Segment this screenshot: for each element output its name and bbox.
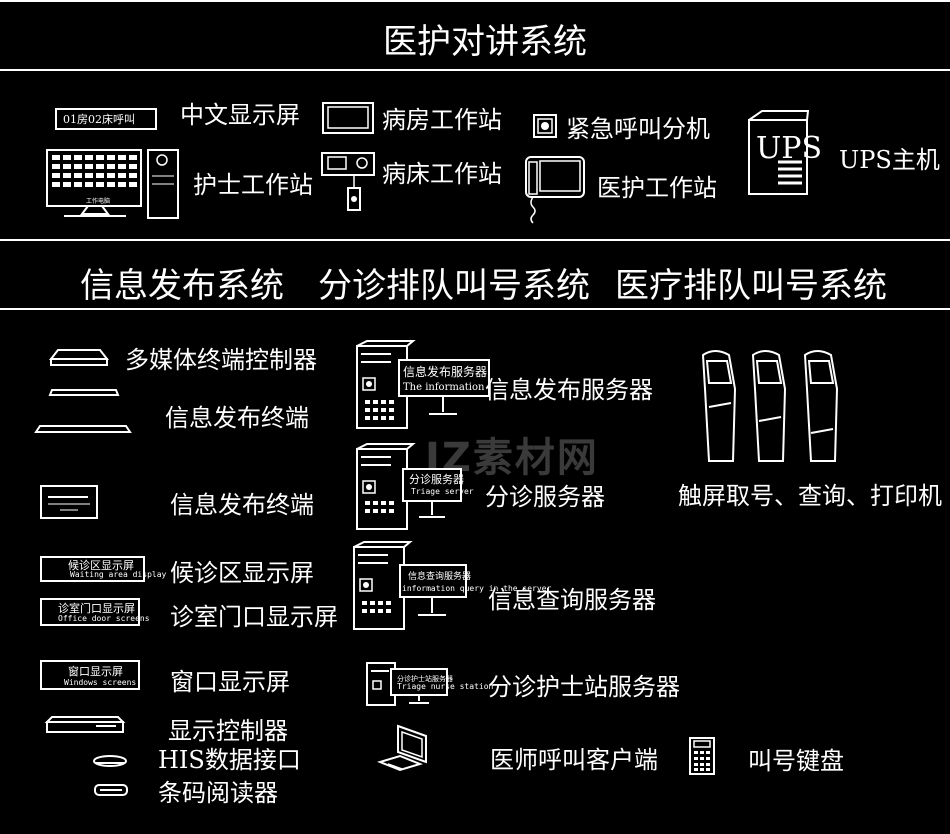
divider-1 bbox=[0, 69, 950, 71]
info-terminal-2-label: 信息发布终端 bbox=[170, 491, 314, 519]
window-display-icon: 窗口显示屏 Windows screens bbox=[40, 660, 140, 690]
multimedia-controller-icon bbox=[50, 349, 108, 367]
divider-3 bbox=[0, 308, 950, 310]
query-server-en: information query in the server bbox=[402, 584, 551, 593]
cn-display-text: 01房02床呼叫 bbox=[63, 112, 135, 126]
office-display-cn: 诊室门口显示屏 bbox=[58, 601, 135, 615]
info-server-en: The information bbox=[403, 382, 485, 393]
triage-server-label: 分诊服务器 bbox=[485, 483, 605, 511]
bed-ws-label: 病床工作站 bbox=[382, 160, 502, 188]
kiosk-icon bbox=[695, 349, 855, 465]
waiting-display-en: Waiting area display bbox=[70, 570, 167, 579]
nurse-workstation-icon: 工作电脑 bbox=[46, 148, 181, 223]
nurse-station-server-icon: 分诊护士站服务器 Triage nurse station bbox=[365, 659, 494, 707]
barcode-label: 条码阅读器 bbox=[158, 779, 278, 807]
office-door-display-icon: 诊室门口显示屏 Office door screens bbox=[40, 598, 150, 626]
query-server-icon: 信息查询服务器 information query in the server bbox=[352, 541, 551, 631]
barcode-reader-icon bbox=[94, 783, 128, 797]
ups-mark: UPS bbox=[756, 131, 822, 166]
his-port-icon bbox=[92, 754, 128, 768]
window-display-cn: 窗口显示屏 bbox=[68, 664, 123, 678]
nurse-ws-label: 护士工作站 bbox=[193, 171, 313, 199]
window-display-label: 窗口显示屏 bbox=[170, 668, 290, 696]
nurse-station-cn: 分诊护士站服务器 bbox=[397, 674, 453, 683]
doctor-client-icon bbox=[378, 724, 432, 778]
doctor-client-label: 医师呼叫客户端 bbox=[490, 746, 658, 774]
his-port-label: HIS数据接口 bbox=[158, 746, 301, 774]
medical-workstation-icon bbox=[525, 156, 585, 224]
keypad-icon bbox=[689, 737, 715, 775]
cn-display-label: 中文显示屏 bbox=[180, 101, 300, 129]
ups-host-icon: UPS bbox=[748, 110, 822, 196]
ward-workstation-icon bbox=[322, 102, 374, 134]
waiting-area-display-icon: 候诊区显示屏 Waiting area display bbox=[40, 556, 167, 582]
chinese-display-icon: 01房02床呼叫 bbox=[55, 108, 157, 130]
query-server-label: 信息查询服务器 bbox=[488, 586, 656, 614]
nurse-station-en: Triage nurse station bbox=[397, 682, 494, 691]
info-server-cn: 信息发布服务器 bbox=[403, 364, 487, 379]
kiosk-label: 触屏取号、查询、打印机 bbox=[678, 482, 942, 510]
keypad-label: 叫号键盘 bbox=[748, 747, 844, 775]
triage-server-cn: 分诊服务器 bbox=[409, 472, 464, 486]
nurse-station-server-label: 分诊护士站服务器 bbox=[488, 673, 680, 701]
info-server-icon: 信息发布服务器 The information bbox=[355, 340, 495, 432]
bed-workstation-icon bbox=[321, 152, 375, 212]
triage-server-icon: 分诊服务器 Triage server bbox=[355, 443, 474, 531]
office-display-en: Office door screens bbox=[58, 614, 150, 623]
info-terminal-display-icon bbox=[40, 485, 98, 519]
waiting-display-cn: 候诊区显示屏 bbox=[68, 558, 134, 572]
emergency-call-icon bbox=[533, 114, 557, 138]
waiting-display-label: 候诊区显示屏 bbox=[170, 559, 314, 587]
nurse-ws-screen-label: 工作电脑 bbox=[86, 197, 110, 205]
display-ctrl-label: 显示控制器 bbox=[168, 717, 288, 745]
system-triage-queue: 分诊排队叫号系统 bbox=[318, 266, 590, 306]
office-display-label: 诊室门口显示屏 bbox=[170, 603, 338, 631]
top-border bbox=[0, 0, 950, 2]
triage-server-en: Triage server bbox=[411, 487, 474, 496]
info-terminal-icon bbox=[30, 388, 136, 436]
window-display-en: Windows screens bbox=[64, 678, 136, 687]
medical-ws-label: 医护工作站 bbox=[597, 174, 717, 202]
ups-label: UPS主机 bbox=[839, 146, 940, 174]
info-terminal-1-label: 信息发布终端 bbox=[165, 404, 309, 432]
info-server-label: 信息发布服务器 bbox=[485, 376, 653, 404]
intercom-title: 医护对讲系统 bbox=[383, 22, 587, 62]
multimedia-ctrl-label: 多媒体终端控制器 bbox=[125, 346, 317, 374]
system-medical-queue: 医疗排队叫号系统 bbox=[615, 266, 887, 306]
query-server-cn: 信息查询服务器 bbox=[408, 570, 471, 582]
divider-2 bbox=[0, 239, 950, 241]
system-info-release: 信息发布系统 bbox=[80, 266, 284, 306]
emergency-label: 紧急呼叫分机 bbox=[566, 115, 710, 143]
display-controller-icon bbox=[46, 716, 124, 734]
nurse-ws-grid bbox=[52, 155, 137, 187]
ward-ws-label: 病房工作站 bbox=[382, 106, 502, 134]
